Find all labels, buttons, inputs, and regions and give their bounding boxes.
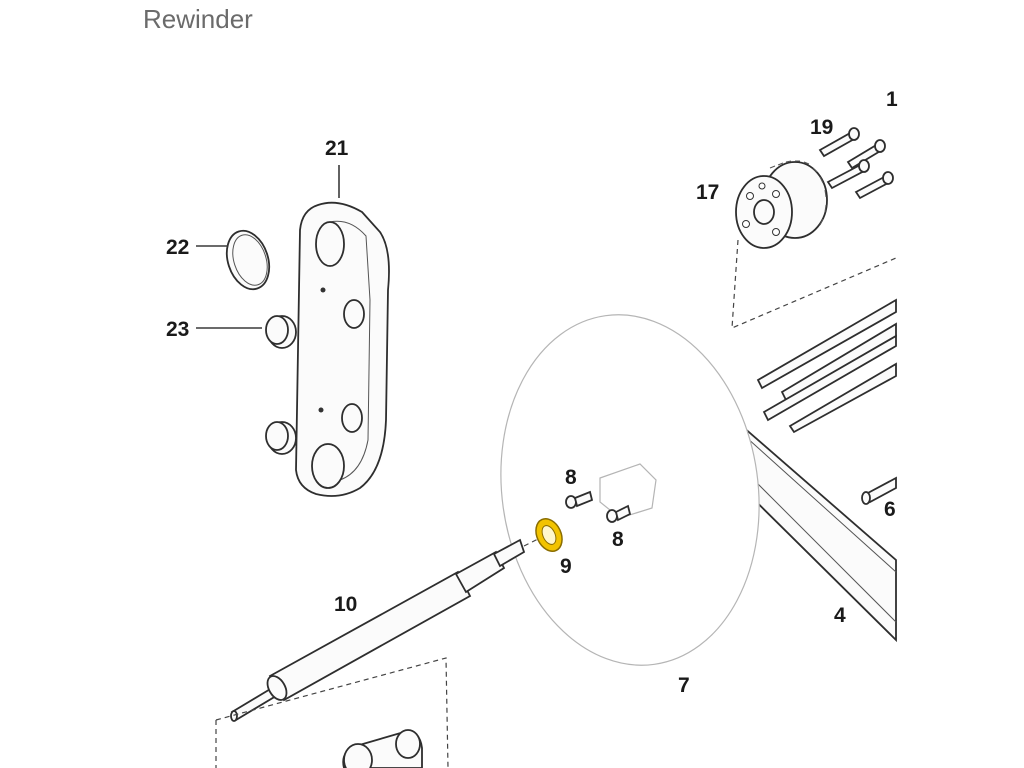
assembly-line-17 xyxy=(731,239,897,329)
callout-8-upper: 8 xyxy=(565,466,577,489)
assembly-line-bottom xyxy=(215,657,449,768)
part-19-screws[interactable] xyxy=(818,127,894,200)
callout-21: 21 xyxy=(325,137,349,160)
part-23-plug-lower[interactable] xyxy=(265,421,297,455)
part-21-plate[interactable] xyxy=(295,201,390,497)
part-23-plug-upper[interactable] xyxy=(265,315,297,349)
callout-7: 7 xyxy=(678,674,690,697)
callout-22: 22 xyxy=(166,236,189,259)
callout-1: 1 xyxy=(886,88,898,111)
callout-23: 23 xyxy=(166,318,189,341)
part-9-washer-highlighted[interactable] xyxy=(531,515,567,556)
part-17-gear-pulley[interactable] xyxy=(735,160,828,249)
callout-9: 9 xyxy=(560,555,572,578)
callout-6: 6 xyxy=(884,498,896,521)
part-10-shaft[interactable] xyxy=(230,538,526,722)
assembly-line-10 xyxy=(523,537,541,547)
part-8-screw-upper[interactable] xyxy=(565,490,594,509)
part-6-screw[interactable] xyxy=(861,476,897,505)
callout-8-lower: 8 xyxy=(612,528,624,551)
part-hub-bracket[interactable] xyxy=(599,463,657,519)
part-8-screw-lower[interactable] xyxy=(606,504,632,523)
callout-10: 10 xyxy=(334,593,357,616)
callout-19: 19 xyxy=(810,116,833,139)
page-title: Rewinder xyxy=(143,4,253,34)
callout-4: 4 xyxy=(834,604,846,627)
callout-17: 17 xyxy=(696,181,719,204)
part-spool[interactable] xyxy=(342,729,423,768)
part-22-disc[interactable] xyxy=(220,225,277,294)
part-rods[interactable] xyxy=(756,298,897,434)
